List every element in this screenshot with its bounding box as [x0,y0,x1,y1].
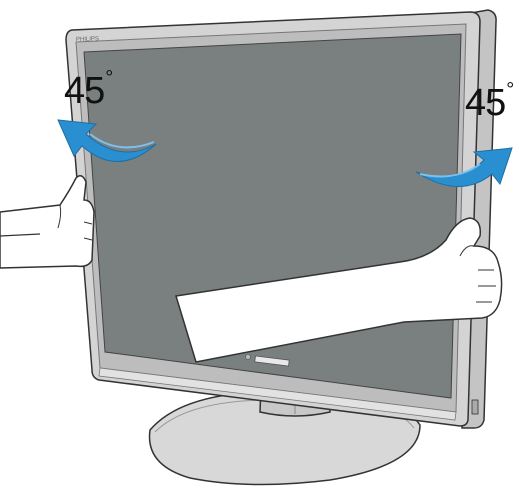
degree-symbol-left: ° [105,67,112,89]
monitor-body [66,10,496,428]
angle-label-left: 45° [64,72,112,110]
angle-label-right: 45° [465,84,513,122]
angle-value-right: 45 [465,82,505,124]
degree-symbol-right: ° [506,79,513,101]
angle-value-left: 45 [64,70,104,112]
left-hand [0,176,94,268]
brand-logo: PHILIPS [76,36,99,43]
